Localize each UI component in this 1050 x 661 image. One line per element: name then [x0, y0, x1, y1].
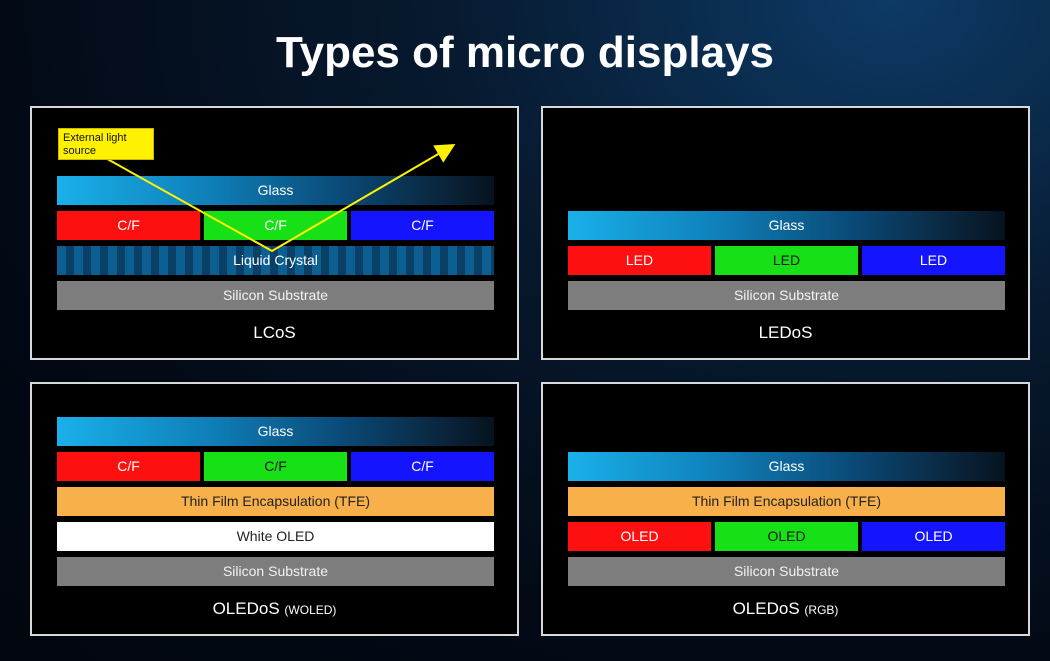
- lcos-caption: LCoS: [253, 323, 296, 342]
- ledos-caption: LEDoS: [758, 323, 813, 342]
- glass-layer: Glass: [568, 452, 1005, 481]
- tfe-layer: Thin Film Encapsulation (TFE): [57, 487, 494, 516]
- tfe-layer: Thin Film Encapsulation (TFE): [568, 487, 1005, 516]
- oledos-rgb-caption: OLEDoS (RGB): [543, 599, 1028, 619]
- oledos-rgb-panel: Glass Thin Film Encapsulation (TFE) OLED…: [541, 382, 1030, 636]
- oled-red: OLED: [568, 522, 711, 551]
- silicon-substrate-layer: Silicon Substrate: [568, 281, 1005, 310]
- oled-blue: OLED: [862, 522, 1005, 551]
- color-filter-blue: C/F: [351, 452, 494, 481]
- silicon-substrate-layer: Silicon Substrate: [568, 557, 1005, 586]
- silicon-substrate-layer: Silicon Substrate: [57, 281, 494, 310]
- ledos-panel: Glass LED LED LED Silicon Substrate LEDo…: [541, 106, 1030, 360]
- light-path-arrow-icon: [101, 143, 456, 253]
- caption-sub: (RGB): [804, 603, 839, 617]
- caption-main: OLEDoS: [732, 599, 800, 618]
- liquid-crystal-layer: Liquid Crystal: [57, 246, 494, 275]
- lcos-panel: Glass C/F C/F C/F Liquid Crystal Silicon…: [30, 106, 519, 360]
- oledos-woled-caption: OLEDoS (WOLED): [32, 599, 517, 619]
- led-green: LED: [715, 246, 858, 275]
- caption-sub: (WOLED): [284, 603, 337, 617]
- color-filter-green: C/F: [204, 452, 347, 481]
- led-blue: LED: [862, 246, 1005, 275]
- caption-main: OLEDoS: [212, 599, 280, 618]
- glass-layer: Glass: [568, 211, 1005, 240]
- color-filter-blue: C/F: [351, 211, 494, 240]
- glass-layer: Glass: [57, 176, 494, 205]
- color-filter-red: C/F: [57, 211, 200, 240]
- page-title: Types of micro displays: [275, 28, 774, 77]
- external-light-source-callout: External light source: [58, 128, 154, 160]
- white-oled-layer: White OLED: [57, 522, 494, 551]
- oledos-woled-panel: Glass C/F C/F C/F Thin Film Encapsulatio…: [30, 382, 519, 636]
- oled-green: OLED: [715, 522, 858, 551]
- silicon-substrate-layer: Silicon Substrate: [57, 557, 494, 586]
- led-red: LED: [568, 246, 711, 275]
- glass-layer: Glass: [57, 417, 494, 446]
- color-filter-red: C/F: [57, 452, 200, 481]
